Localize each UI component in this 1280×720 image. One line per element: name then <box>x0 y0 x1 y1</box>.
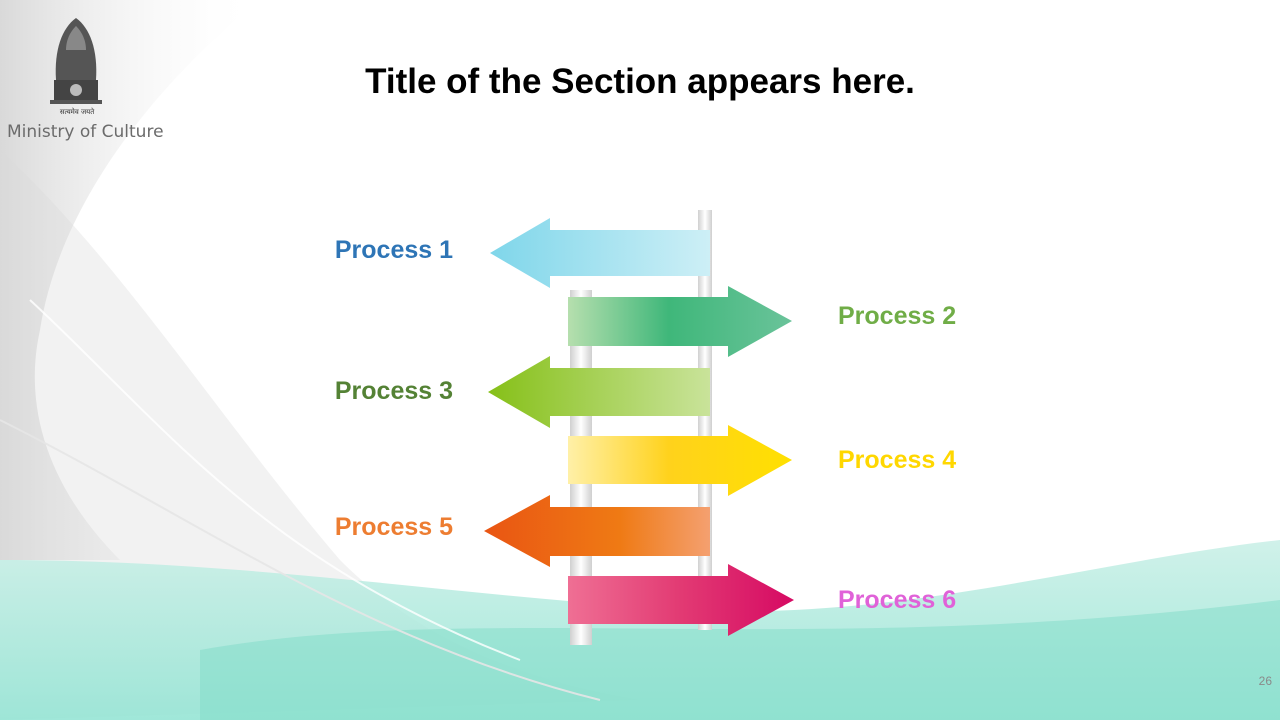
org-name: Ministry of Culture <box>7 122 164 142</box>
process-5-label: Process 5 <box>334 513 453 541</box>
emblem-motto: सत्यमेव जयते <box>59 108 95 116</box>
process-1-arrow <box>490 218 710 288</box>
page-number: 26 <box>1258 674 1272 688</box>
process-6-label: Process 6 <box>838 586 957 614</box>
page-title: Title of the Section appears here. <box>365 62 915 101</box>
process-1-label: Process 1 <box>334 236 453 264</box>
process-3-label: Process 3 <box>334 377 453 405</box>
process-6-arrow <box>568 564 794 636</box>
process-5-arrow <box>484 495 710 567</box>
process-3-arrow <box>488 356 710 428</box>
process-4-label: Process 4 <box>838 446 957 474</box>
process-2-label: Process 2 <box>838 302 957 330</box>
process-4-arrow <box>568 425 792 496</box>
process-2-arrow <box>568 286 792 357</box>
national-emblem-icon <box>50 18 102 104</box>
process-diagram <box>484 210 794 645</box>
